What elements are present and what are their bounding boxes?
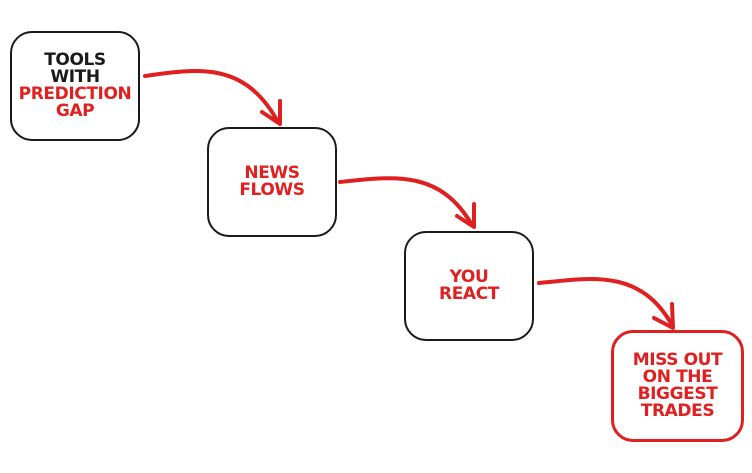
node-label-line: TRADES	[640, 401, 715, 421]
arrow-1-head	[260, 99, 282, 126]
node-tools-with-prediction-gap: TOOLS WITH PREDICTION GAP	[10, 31, 140, 141]
arrow-2-head	[455, 202, 476, 229]
node-miss-out: MISS OUT ON THE BIGGEST TRADES	[611, 330, 744, 442]
node-label-line: BIGGEST	[637, 384, 718, 404]
node-label-line: FLOWS	[239, 180, 305, 200]
node-label-line: NEWS	[244, 163, 300, 183]
arrow-2	[338, 176, 474, 227]
arrow-1	[143, 69, 280, 124]
node-news-flows: NEWS FLOWS	[207, 127, 337, 237]
node-label-line: REACT	[439, 284, 499, 304]
node-label-line: ON THE	[642, 367, 713, 387]
arrow-3	[537, 277, 674, 327]
node-label-line: MISS OUT	[632, 350, 723, 370]
node-label-line: WITH	[50, 67, 100, 87]
node-label-line: PREDICTION	[18, 84, 132, 104]
node-label-line: TOOLS	[44, 50, 106, 70]
node-label-line: GAP	[55, 101, 95, 121]
node-you-react: YOU REACT	[404, 231, 534, 341]
arrow-3-head	[652, 302, 675, 330]
node-label-line: YOU	[449, 267, 489, 287]
